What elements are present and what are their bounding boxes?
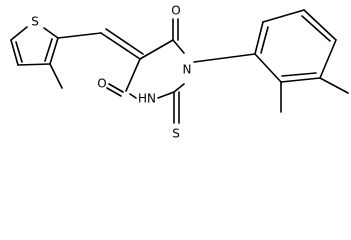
thiophene-ring xyxy=(10,26,63,89)
carbonyl-oxygen-upper-label: O xyxy=(171,4,180,18)
bond-ar5-ar6 xyxy=(262,9,305,23)
bond-ar6-ar1-double xyxy=(260,26,269,54)
bond-c4-c3 xyxy=(17,63,51,66)
bond-c3-methyl xyxy=(49,63,63,89)
ring-nitrogen-substituted-label: N xyxy=(183,63,192,77)
bond-ch-c5-pyrimidine-double xyxy=(105,28,144,55)
bond-n3-c4 xyxy=(129,93,137,99)
carbonyl-oxygen-lower-label: O xyxy=(97,77,106,91)
bond-c4-c5 xyxy=(125,58,141,92)
bond-c3-c2 xyxy=(49,37,59,65)
bond-c2-ch xyxy=(57,32,102,39)
ring-nitrogen-hydrogen-label: HN xyxy=(138,92,156,106)
bond-c5-c4 xyxy=(10,39,19,66)
bond-ch-c5-pyrimidine xyxy=(100,32,141,60)
bond-ar3-ar4 xyxy=(319,39,337,79)
bond-ar2-ar3 xyxy=(280,77,321,83)
dimethylphenyl-ring xyxy=(193,9,349,113)
bond-ar4-ar5 xyxy=(303,9,337,41)
bond-ar2-ar3-double xyxy=(281,72,317,77)
bond-c5-c4-double xyxy=(15,41,23,63)
bond-c3-c2-double xyxy=(44,38,53,62)
bond-s1-c5 xyxy=(10,26,28,41)
bond-c5-c6 xyxy=(139,39,174,60)
bond-c4-o-double xyxy=(106,87,122,97)
bond-n1-aryl xyxy=(193,53,256,63)
thiophene-sulfur-label: S xyxy=(31,15,39,29)
bond-c2-n3 xyxy=(157,91,175,99)
methylidene-bridge xyxy=(57,28,144,60)
bond-ar6-ar1 xyxy=(254,21,264,55)
bond-c2-s1 xyxy=(43,27,59,39)
bond-n1-c2 xyxy=(173,83,185,93)
chemical-structure-diagram: S O N O HN S xyxy=(10,4,349,141)
bond-c4-o xyxy=(108,83,124,93)
bond-c6-n1 xyxy=(172,39,185,54)
bond-ar1-ar2 xyxy=(254,53,282,83)
pyrimidine-ring xyxy=(106,18,185,124)
bond-ar3-methyl xyxy=(319,77,349,94)
thione-sulfur-label: S xyxy=(172,127,180,141)
bond-ar4-ar5-double xyxy=(301,15,331,42)
